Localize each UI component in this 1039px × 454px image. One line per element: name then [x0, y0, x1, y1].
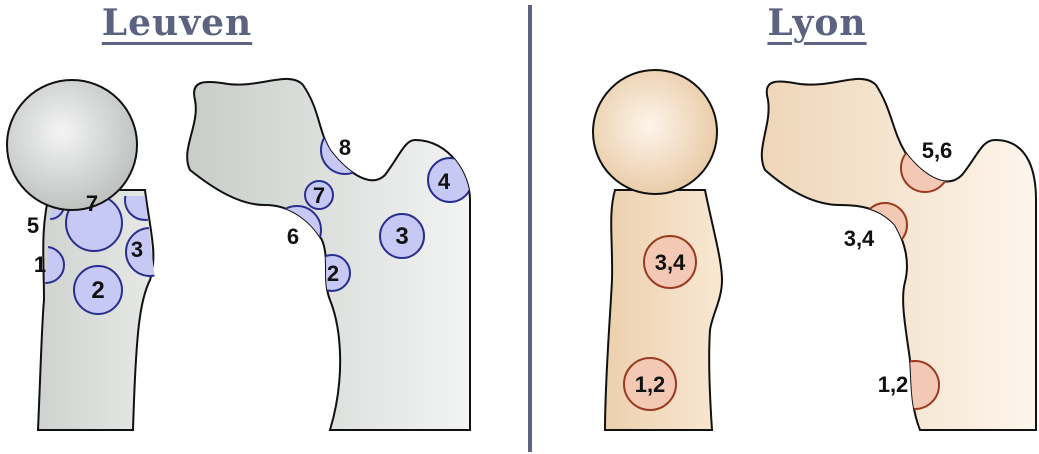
leuven-frontal-label-6: 7 — [86, 191, 98, 216]
lyon-lateral-label-1-2: 1,2 — [878, 372, 909, 397]
leuven-frontal-label-5: 5 — [27, 213, 39, 238]
leuven-frontal-zone-7 — [125, 180, 165, 220]
lyon-frontal-femur: 3,4 1,2 — [593, 70, 722, 430]
lyon-frontal-label-3-4: 3,4 — [655, 250, 686, 275]
lyon-lateral-label-3-4: 3,4 — [844, 226, 875, 251]
lyon-frontal-label-1-2: 1,2 — [635, 372, 666, 397]
leuven-frontal-femur: 7 5 1 2 3 — [7, 80, 174, 430]
lyon-lateral-femur: 5,6 3,4 1,2 — [762, 79, 1036, 430]
leuven-frontal-label-1: 1 — [34, 252, 46, 277]
leuven-lateral-label-8: 8 — [339, 135, 351, 160]
leuven-frontal-head — [7, 80, 137, 210]
leuven-frontal-label-3: 3 — [131, 237, 143, 262]
leuven-lateral-label-4: 4 — [438, 169, 451, 194]
lyon-lateral-label-5-6: 5,6 — [922, 138, 953, 163]
leuven-lateral-label-3: 3 — [395, 223, 408, 250]
leuven-frontal-label-2: 2 — [91, 277, 104, 304]
leuven-lateral-label-2: 2 — [327, 261, 339, 286]
lyon-frontal-head — [593, 70, 717, 194]
leuven-lateral-label-6: 6 — [287, 224, 299, 249]
leuven-lateral-label-7: 7 — [313, 183, 325, 208]
leuven-lateral-femur: 8 4 7 6 3 2 — [187, 79, 472, 430]
